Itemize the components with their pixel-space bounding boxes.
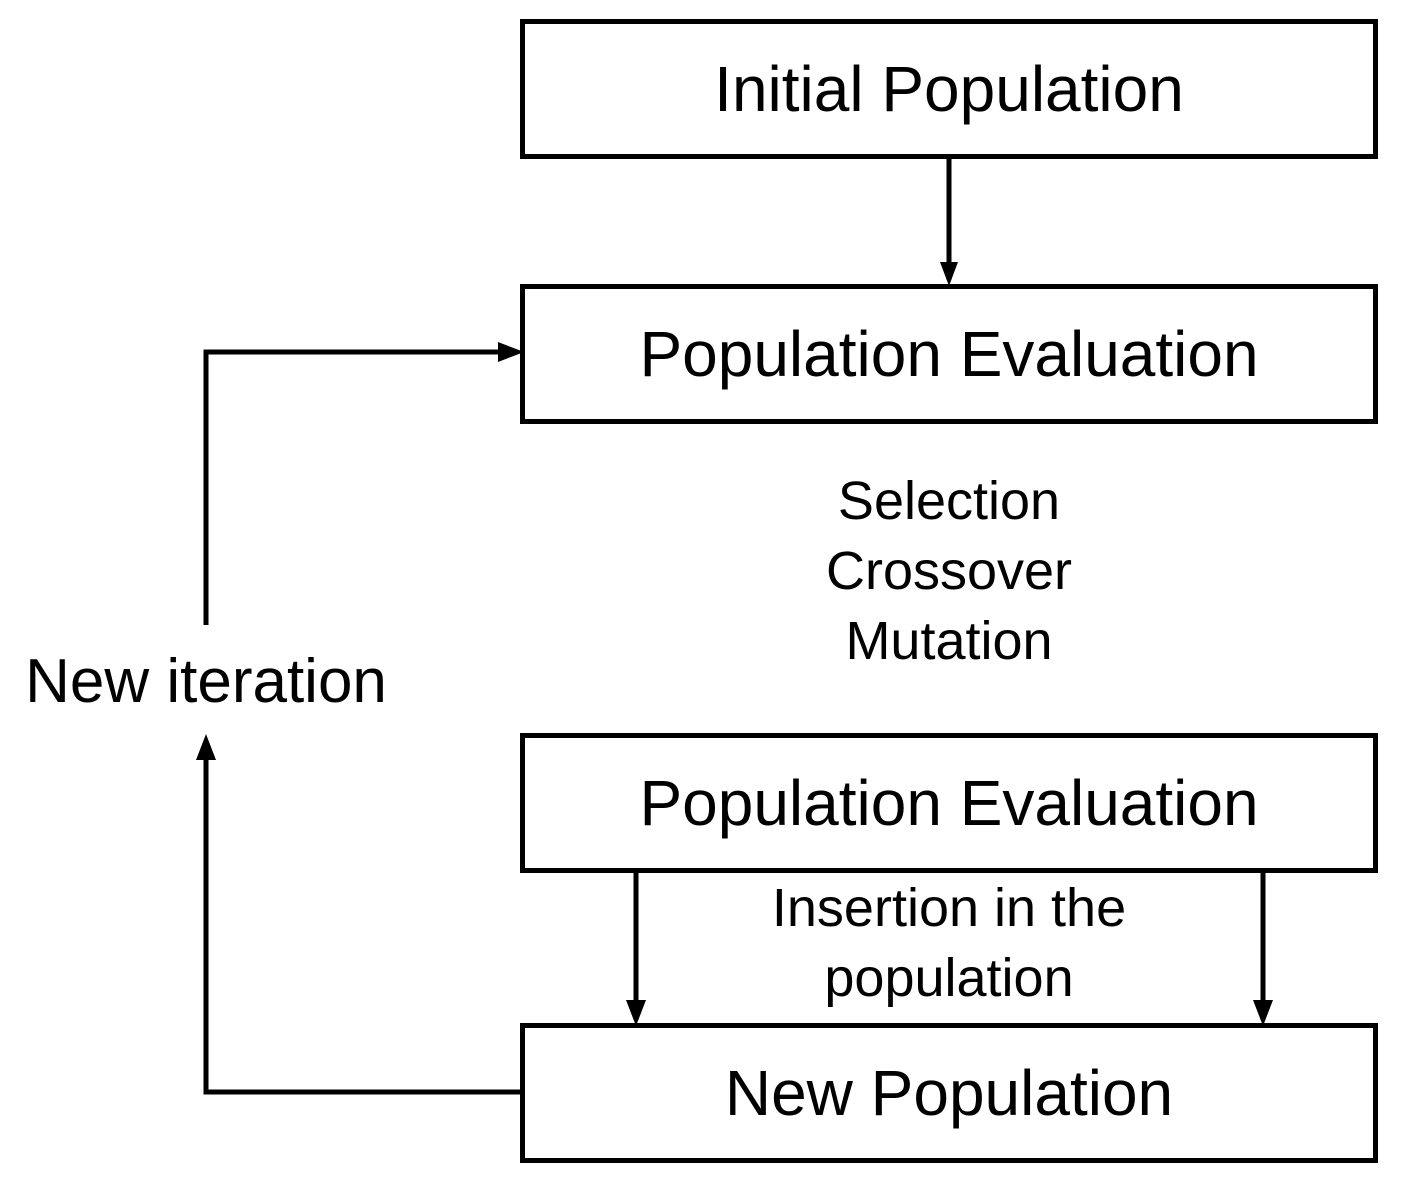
arrow-loop-lower	[203, 742, 522, 1095]
node-initial-population-label: Initial Population	[714, 53, 1184, 125]
arrowhead-right-icon	[498, 342, 524, 362]
loop-label: New iteration	[0, 642, 412, 722]
node-population-evaluation-top: Population Evaluation	[520, 284, 1378, 424]
insertion-line-1: Insertion in the	[771, 878, 1127, 938]
arrowhead-down-icon	[626, 1000, 646, 1026]
arrowhead-down-icon	[940, 262, 958, 286]
operation-mutation: Mutation	[845, 611, 1053, 671]
node-population-evaluation-top-label: Population Evaluation	[639, 318, 1259, 390]
operation-crossover: Crossover	[825, 541, 1073, 601]
node-population-evaluation-bottom: Population Evaluation	[520, 733, 1378, 873]
node-new-population: New Population	[520, 1023, 1378, 1163]
operation-selection: Selection	[837, 471, 1061, 531]
arrowhead-down-icon	[1253, 1000, 1273, 1026]
loop-label-text: New iteration	[25, 647, 387, 716]
arrowhead-up-icon	[196, 734, 216, 760]
arrow-loop-upper	[203, 349, 518, 625]
node-new-population-label: New Population	[724, 1057, 1174, 1129]
insertion-label: Insertion in the population	[699, 873, 1199, 1013]
node-population-evaluation-bottom-label: Population Evaluation	[639, 767, 1259, 839]
insertion-line-2: population	[824, 948, 1074, 1008]
node-initial-population: Initial Population	[520, 19, 1378, 159]
operations-label: Selection Crossover Mutation	[749, 466, 1149, 676]
